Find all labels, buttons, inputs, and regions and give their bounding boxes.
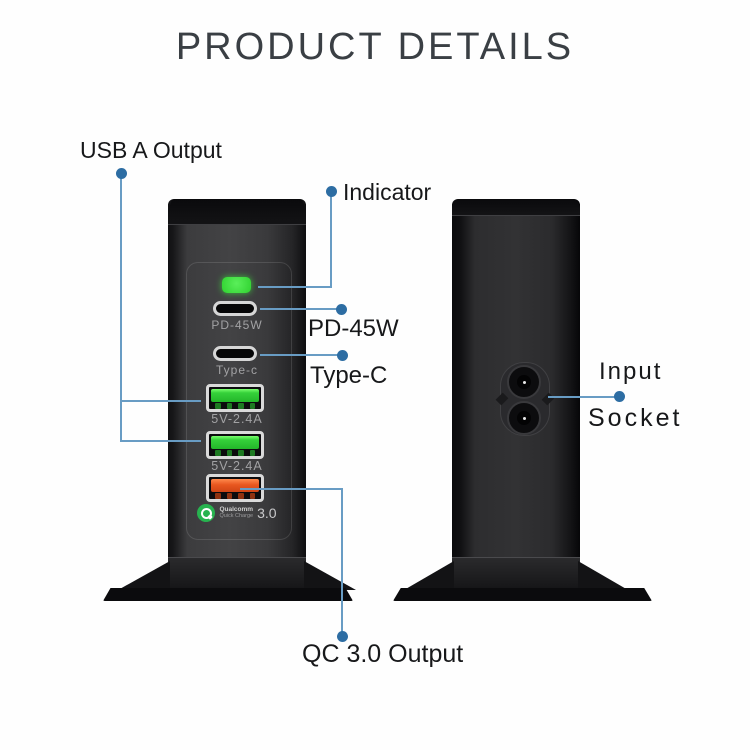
qc-callout-hline	[240, 488, 343, 490]
charger-front-view: PD-45W Type-c 5V-2.4A 5V-2.4A Qualcomm Q…	[168, 199, 306, 590]
brand-name: Qualcomm	[219, 506, 254, 513]
socket-hole-top	[507, 365, 541, 399]
indicator-led-icon	[222, 277, 251, 293]
usb-a-tongue	[211, 389, 259, 402]
page-title: PRODUCT DETAILS	[175, 26, 575, 68]
label-indicator: Indicator	[343, 179, 432, 205]
label-pd-45w: PD-45W	[308, 315, 399, 342]
indicator-callout-dot	[326, 186, 337, 197]
typec-callout-dot	[337, 350, 348, 361]
input-socket	[495, 362, 555, 436]
input-callout-dot	[614, 391, 625, 402]
back-base-flare-left	[404, 561, 454, 590]
label-socket: Socket	[588, 404, 683, 432]
brand-version: 3.0	[257, 505, 277, 521]
input-callout-hline	[548, 396, 616, 398]
back-base-flare-right	[578, 561, 628, 590]
usb-c-port-pd45w	[213, 301, 257, 316]
usb-c-port-typec	[213, 346, 257, 361]
usb-a-tongue	[211, 436, 259, 449]
usb-a-callout-dot	[116, 168, 127, 179]
front-base-flare-left	[118, 561, 170, 590]
front-base-plate	[103, 588, 353, 601]
tower-base-seam	[452, 557, 580, 590]
usb-a-callout-hline-2	[121, 440, 201, 442]
back-base-plate	[393, 588, 652, 601]
charger-top-cap	[452, 199, 580, 216]
port-print-5v24a-2: 5V-2.4A	[211, 459, 263, 473]
qc-callout-vline	[341, 488, 343, 634]
typec-callout-hline	[260, 354, 339, 356]
usb-a-callout-vline	[120, 176, 122, 442]
qc-callout-dot	[337, 631, 348, 642]
indicator-callout-vline	[330, 195, 332, 288]
usb-a-callout-hline-1	[121, 400, 201, 402]
usb-a-port-1	[206, 384, 264, 412]
port-print-5v24a-1: 5V-2.4A	[211, 412, 263, 426]
tower-base-seam	[168, 557, 306, 590]
quick-charge-branding: Qualcomm Quick Charge 3.0	[168, 504, 306, 522]
brand-sub: Quick Charge	[219, 512, 254, 519]
usb-a-tongue	[211, 479, 259, 492]
qualcomm-logo-icon	[197, 504, 216, 522]
usb-a-pins	[215, 403, 255, 409]
label-qc-output: QC 3.0 Output	[302, 640, 464, 668]
usb-a-pins	[215, 493, 255, 499]
label-input: Input	[599, 358, 663, 385]
port-print-pd45w: PD-45W	[211, 318, 263, 332]
port-print-typec: Type-c	[215, 363, 258, 377]
label-type-c: Type-C	[310, 362, 388, 389]
charger-top-cap	[168, 199, 306, 225]
pd-callout-hline	[260, 308, 338, 310]
usb-a-port-2	[206, 431, 264, 459]
label-usb-a-output: USB A Output	[80, 137, 222, 163]
charger-back-view	[452, 199, 580, 590]
pd-callout-dot	[336, 304, 347, 315]
socket-hole-bottom	[507, 401, 541, 435]
front-base-flare-right	[304, 561, 356, 590]
usb-a-pins	[215, 450, 255, 456]
indicator-callout-hline	[258, 286, 332, 288]
